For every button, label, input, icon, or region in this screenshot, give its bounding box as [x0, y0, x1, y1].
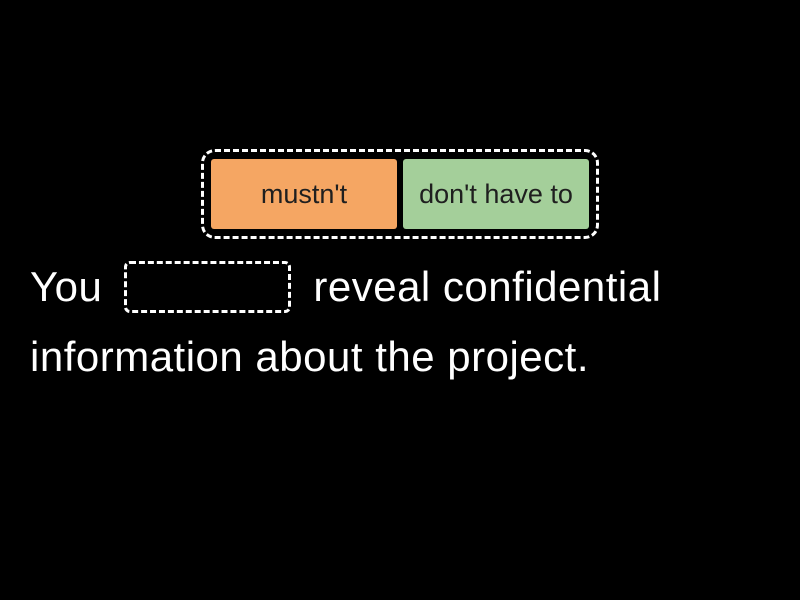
answer-blank[interactable]: [124, 261, 292, 313]
sentence-text-line2: information about the project.: [30, 333, 589, 380]
sentence-line-2: information about the project.: [30, 322, 800, 392]
sentence-text-after-blank: reveal confidential: [313, 263, 662, 310]
word-bank: mustn't don't have to: [201, 149, 599, 239]
choice-tile-dont-have-to[interactable]: don't have to: [403, 159, 589, 229]
sentence-text-before-blank: You: [30, 263, 103, 310]
sentence-line-1: You reveal confidential: [30, 252, 800, 322]
choice-tile-mustnt[interactable]: mustn't: [211, 159, 397, 229]
question-sentence: You reveal confidential information abou…: [0, 252, 800, 392]
